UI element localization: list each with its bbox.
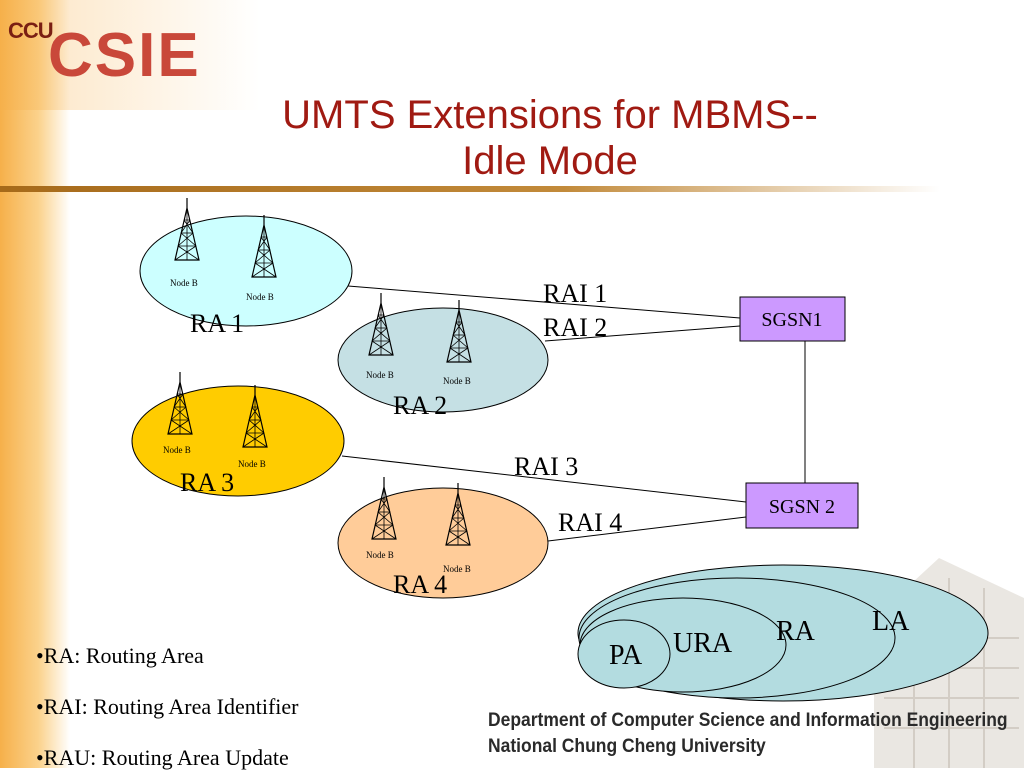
bullet-item: •RAI: Routing Area Identifier [36, 694, 299, 719]
area-hierarchy [577, 564, 989, 702]
routing-area-3: Node B Node B RA 3 [131, 371, 345, 497]
sgsn-2-label: SGSN 2 [769, 496, 835, 518]
sgsn-2: SGSN 2 [745, 482, 859, 529]
ra-level-label: RA [776, 616, 816, 647]
slide-title-line-2: Idle Mode [462, 139, 638, 183]
slide-title: UMTS Extensions for MBMS-- Idle Mode [220, 92, 880, 184]
sgsn-2-box [745, 482, 859, 529]
ra-label: RA 1 [190, 309, 244, 338]
ccu-csie-logo: CCU CSIE [8, 4, 248, 94]
routing-area-1: Node B Node B RA 1 [139, 197, 353, 338]
links [341, 285, 806, 542]
rai-1-label: RAI 1 [543, 279, 607, 308]
la-label: LA [872, 606, 910, 637]
routing-area-2: Node B Node B RA 2 [337, 292, 549, 420]
ra-3-area [131, 385, 345, 497]
slide-title-line-1: UMTS Extensions for MBMS-- [282, 93, 818, 137]
sgsn-1: SGSN1 [739, 296, 846, 342]
rai-3-label: RAI 3 [514, 452, 578, 481]
rai-4-label: RAI 4 [558, 508, 622, 537]
ra-2-area [337, 307, 549, 413]
footer-line-1: Department of Computer Science and Infor… [488, 710, 1008, 731]
logo-name: CSIE [48, 21, 201, 90]
left-gradient-band [0, 0, 70, 768]
ura-label: URA [673, 628, 733, 659]
node-b-label: Node B [366, 370, 394, 380]
routing-area-4: Node B Node B RA 4 [337, 476, 549, 599]
ra-label: RA 3 [180, 468, 234, 497]
bullet-item: •RAU: Routing Area Update [36, 745, 289, 770]
pa-area [577, 619, 671, 689]
rai-2-label: RAI 2 [543, 313, 607, 342]
ra-label: RA 2 [393, 391, 447, 420]
node-b-label: Node B [366, 550, 394, 560]
bullet-item: •RA: Routing Area [36, 643, 204, 668]
ra-label: RA 4 [393, 570, 447, 599]
node-b-label: Node B [246, 292, 274, 302]
sgsn-1-box [739, 296, 846, 342]
top-gradient-band [0, 0, 260, 110]
title-divider [0, 186, 940, 192]
node-b-label: Node B [163, 445, 191, 455]
sgsn-1-label: SGSN1 [761, 309, 822, 331]
logo-prefix: CCU [8, 18, 54, 43]
node-b-label: Node B [238, 459, 266, 469]
node-b-label: Node B [170, 278, 198, 288]
department-footer: Department of Computer Science and Infor… [488, 708, 1008, 760]
ra-1-area [139, 215, 353, 327]
footer-line-2: National Chung Cheng University [488, 736, 766, 757]
pa-label: PA [609, 640, 643, 671]
node-b-label: Node B [443, 564, 471, 574]
bullet-list: •RA: Routing Area •RAI: Routing Area Ide… [36, 630, 298, 783]
node-b-label: Node B [443, 376, 471, 386]
